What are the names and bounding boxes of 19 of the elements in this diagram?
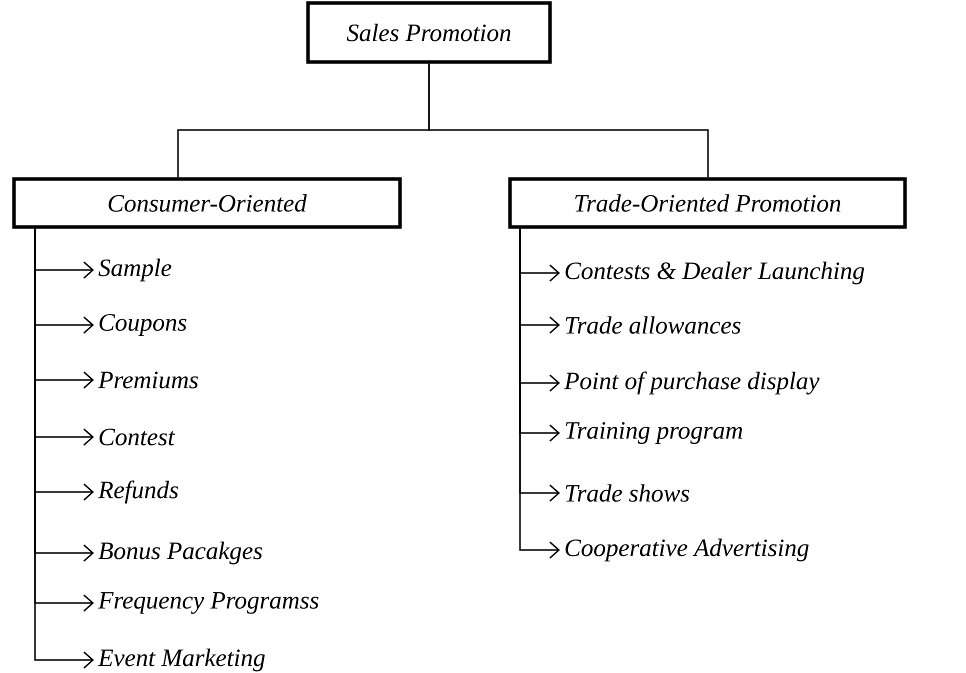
item-label: Contest (100, 428, 176, 446)
item-label: Refunds (98, 480, 178, 504)
arrow (519, 228, 560, 559)
item-label: Contests & Dealer Launching (566, 262, 864, 284)
item-label: Premiums (98, 372, 198, 388)
category-box: Trade-Oriented Promotion (508, 177, 907, 229)
item-label: Cooperative Advertising (566, 538, 809, 562)
item-label: Sample (98, 258, 172, 282)
item-label: Bonus Pacakges (98, 542, 262, 564)
item-label: Coupons (100, 314, 186, 336)
item-label: Frequency Programss (98, 592, 318, 614)
category-box: Sales Promotion (306, 1, 552, 64)
item-label: Trade allowances (566, 316, 741, 334)
item-label: Training program (566, 422, 742, 444)
item-label: Point of purchase display (564, 372, 820, 394)
item-label: Trade shows (566, 484, 690, 502)
item-label: Event Marketing (98, 648, 265, 672)
connector-line (428, 64, 709, 178)
category-box: Consumer-Oriented (12, 177, 402, 229)
